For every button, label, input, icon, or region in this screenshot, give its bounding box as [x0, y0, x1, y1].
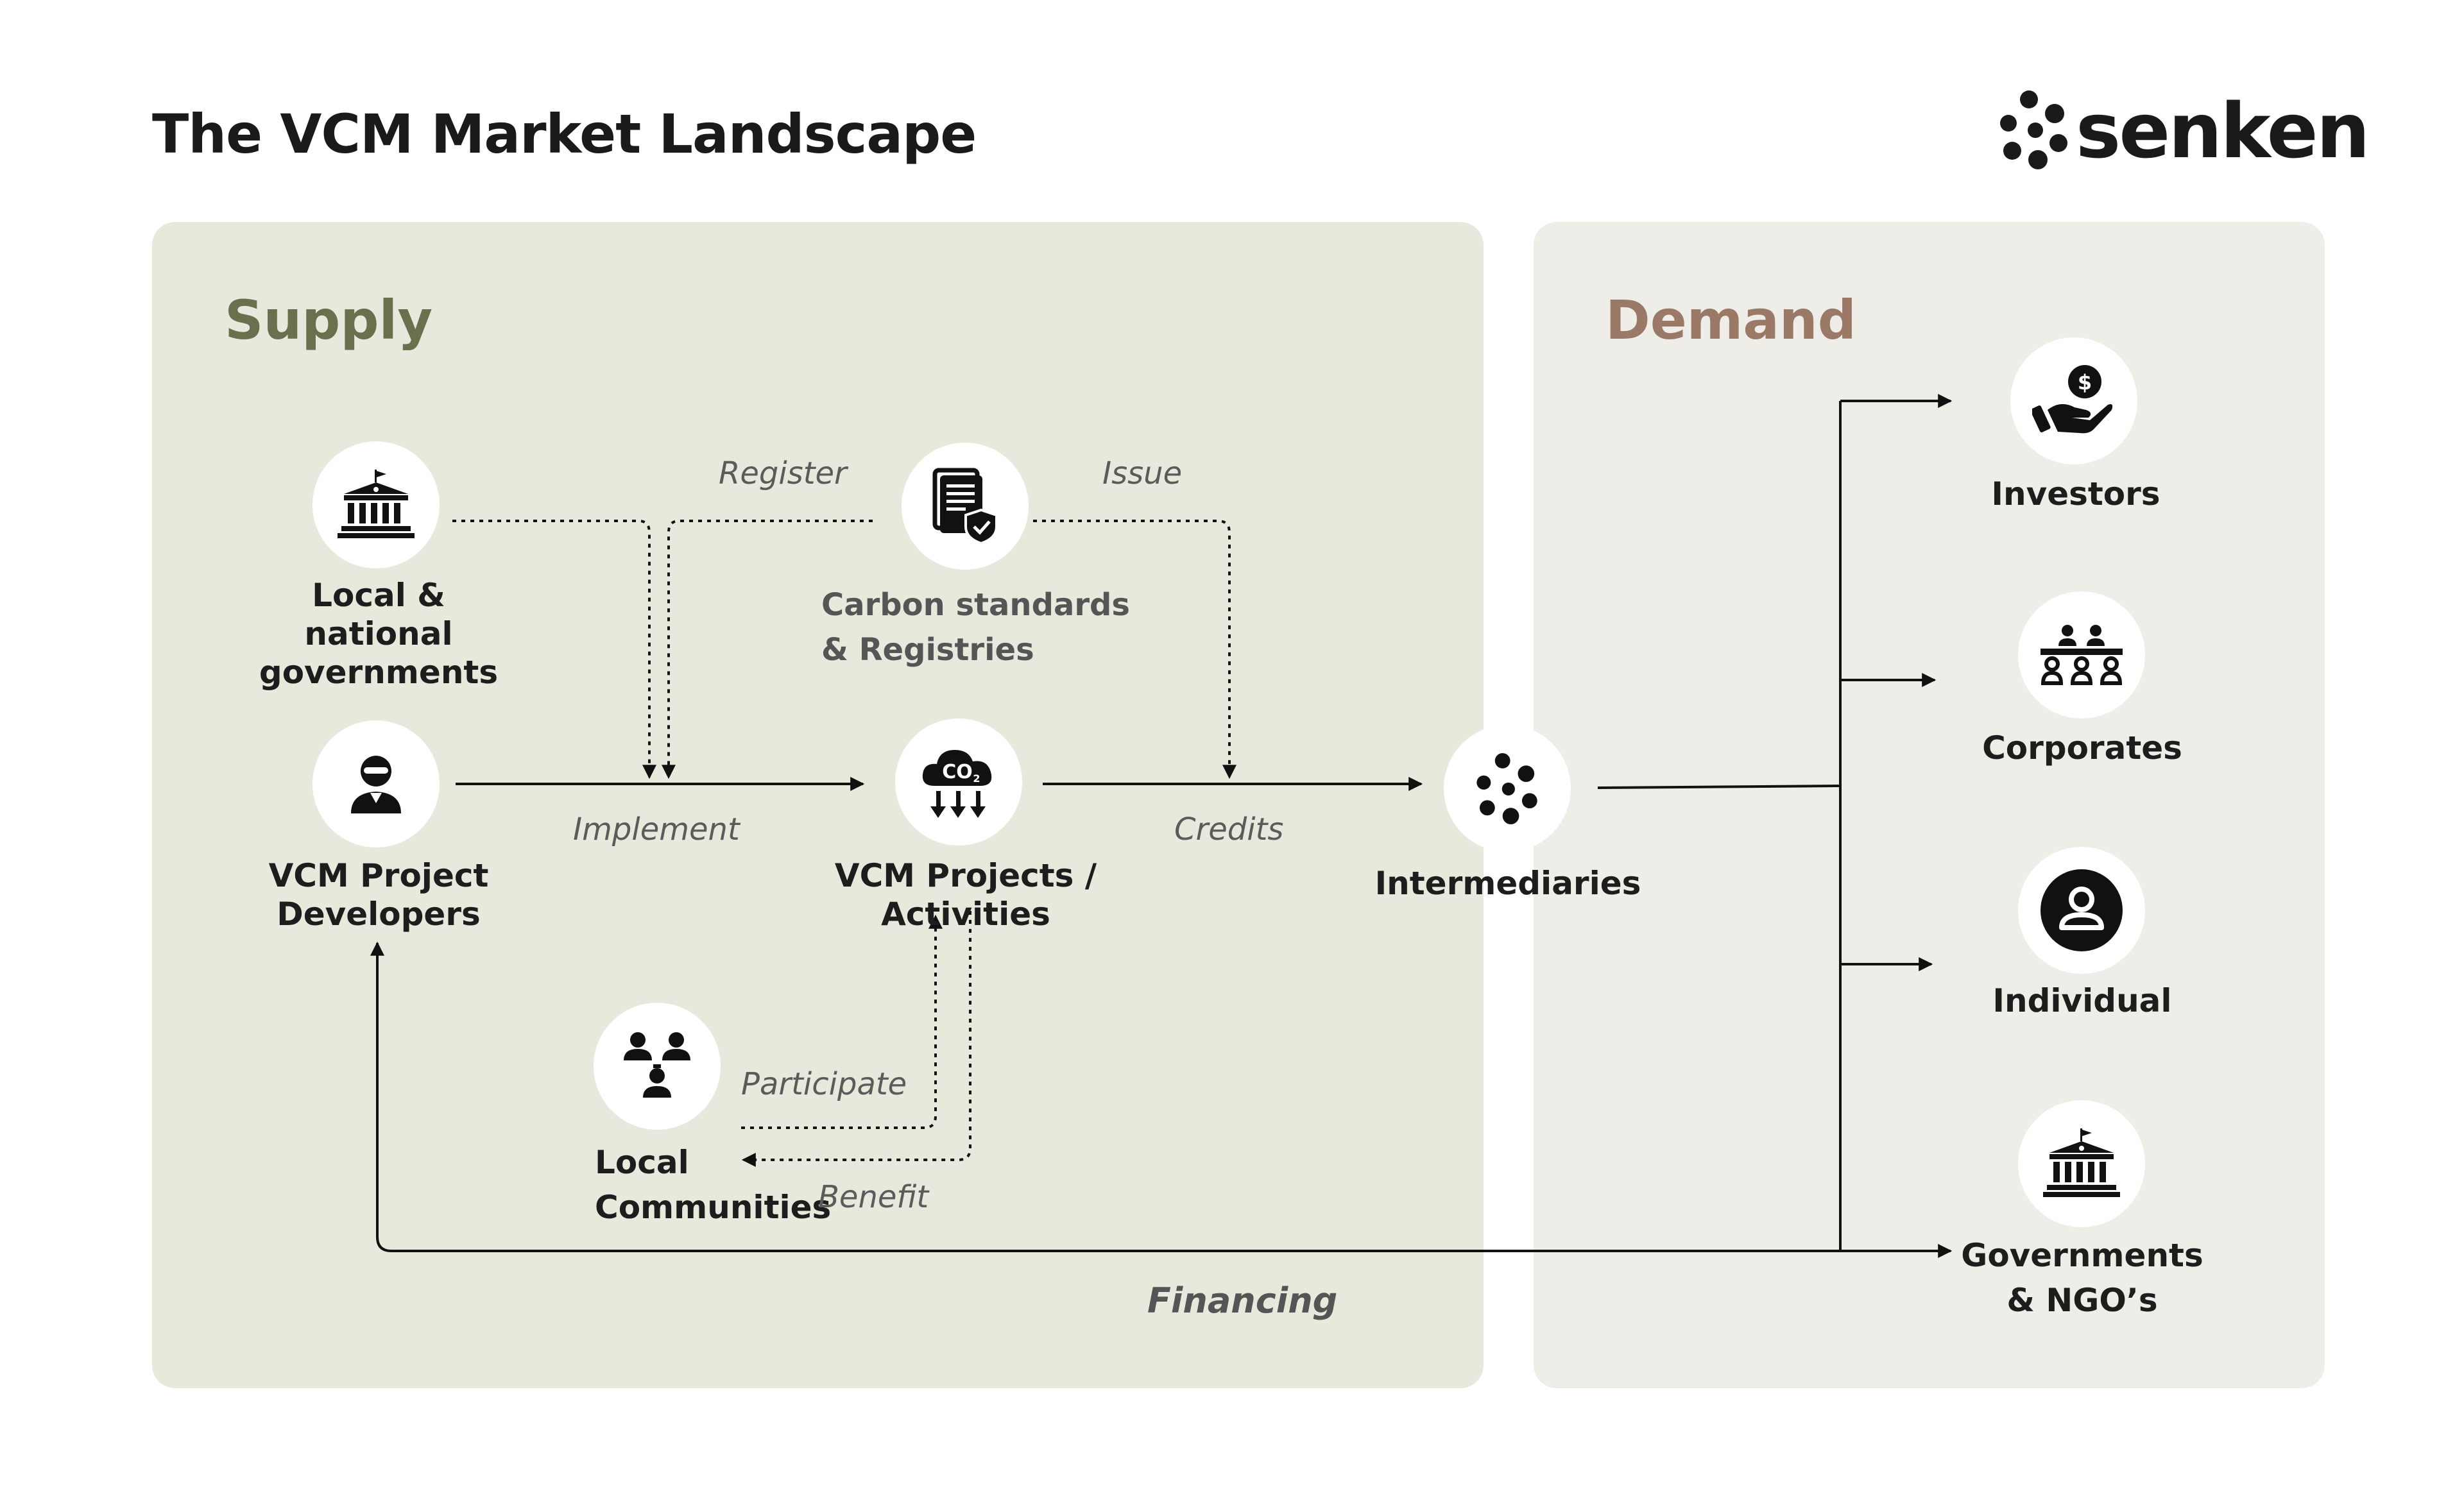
- edge-label-implement: Implement: [573, 812, 740, 847]
- svg-text:$: $: [2078, 370, 2092, 395]
- supply-heading: Supply: [225, 289, 433, 352]
- demand-panel: [1534, 222, 2325, 1388]
- label-carbon-standards: Carbon standards & Registries: [821, 587, 1130, 668]
- node-governments: [312, 441, 440, 568]
- certificate-shield-icon: [932, 468, 998, 545]
- hand-dollar-icon: $: [2032, 365, 2113, 434]
- svg-text:2: 2: [973, 772, 980, 785]
- demand-heading: Demand: [1605, 289, 1856, 352]
- node-individual: [2018, 847, 2145, 974]
- edge-financing: [370, 941, 1951, 1252]
- government-building-icon: [2043, 1128, 2120, 1197]
- label-project-developers: VCM Project Developers: [268, 857, 489, 933]
- node-investors: $: [2010, 337, 2137, 464]
- senken-dots-icon: [1476, 753, 1537, 824]
- label-governments: Local & national governments: [259, 577, 499, 691]
- page-title: The VCM Market Landscape: [152, 103, 977, 166]
- edge-label-financing: Financing: [1147, 1280, 1338, 1321]
- edge-label-participate: Participate: [741, 1066, 907, 1102]
- label-investors: Investors: [1991, 475, 2160, 513]
- senken-logo-icon: [2000, 90, 2067, 169]
- node-governments-ngos: [2018, 1100, 2145, 1227]
- edge-label-register: Register: [719, 455, 847, 491]
- edge-label-benefit: Benefit: [818, 1179, 929, 1215]
- boardroom-icon: [2041, 625, 2123, 685]
- label-governments-ngos: Governments & NGO’s: [1961, 1237, 2203, 1319]
- node-intermediaries: [1444, 725, 1571, 852]
- label-individual: Individual: [1992, 982, 2172, 1019]
- brand-name: senken: [2076, 87, 2370, 175]
- label-vcm-projects: VCM Projects / Activities: [834, 857, 1097, 933]
- svg-text:CO: CO: [942, 761, 973, 783]
- brand-logo: senken: [1996, 87, 2370, 175]
- label-local-communities: Local Communities: [595, 1144, 832, 1226]
- community-group-icon: [624, 1032, 690, 1098]
- node-carbon-standards: [902, 443, 1029, 570]
- person-icon: [351, 756, 401, 813]
- node-corporates: [2018, 591, 2145, 718]
- edge-participate: [741, 914, 943, 1129]
- edge-label-issue: Issue: [1102, 455, 1183, 491]
- co2-cloud-icon: CO 2: [922, 750, 992, 818]
- node-local-communities: [594, 1003, 721, 1130]
- node-project-developers: [312, 720, 440, 847]
- user-badge-icon: [2041, 869, 2123, 951]
- label-corporates: Corporates: [1982, 729, 2182, 767]
- edge-intermediaries-trunk: [1597, 785, 1841, 789]
- government-building-icon: [338, 470, 415, 538]
- node-vcm-projects: CO 2: [895, 718, 1022, 846]
- edge-label-credits: Credits: [1174, 812, 1284, 847]
- label-intermediaries: Intermediaries: [1374, 865, 1641, 902]
